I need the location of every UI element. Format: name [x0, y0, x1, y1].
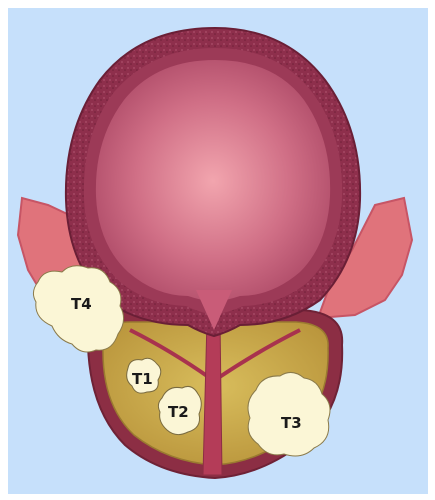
- label-t4: T4: [71, 295, 92, 313]
- label-t1: T1: [132, 370, 153, 388]
- label-t3: T3: [281, 414, 302, 432]
- label-t2: T2: [168, 403, 189, 421]
- bladder-lumen: [96, 60, 330, 302]
